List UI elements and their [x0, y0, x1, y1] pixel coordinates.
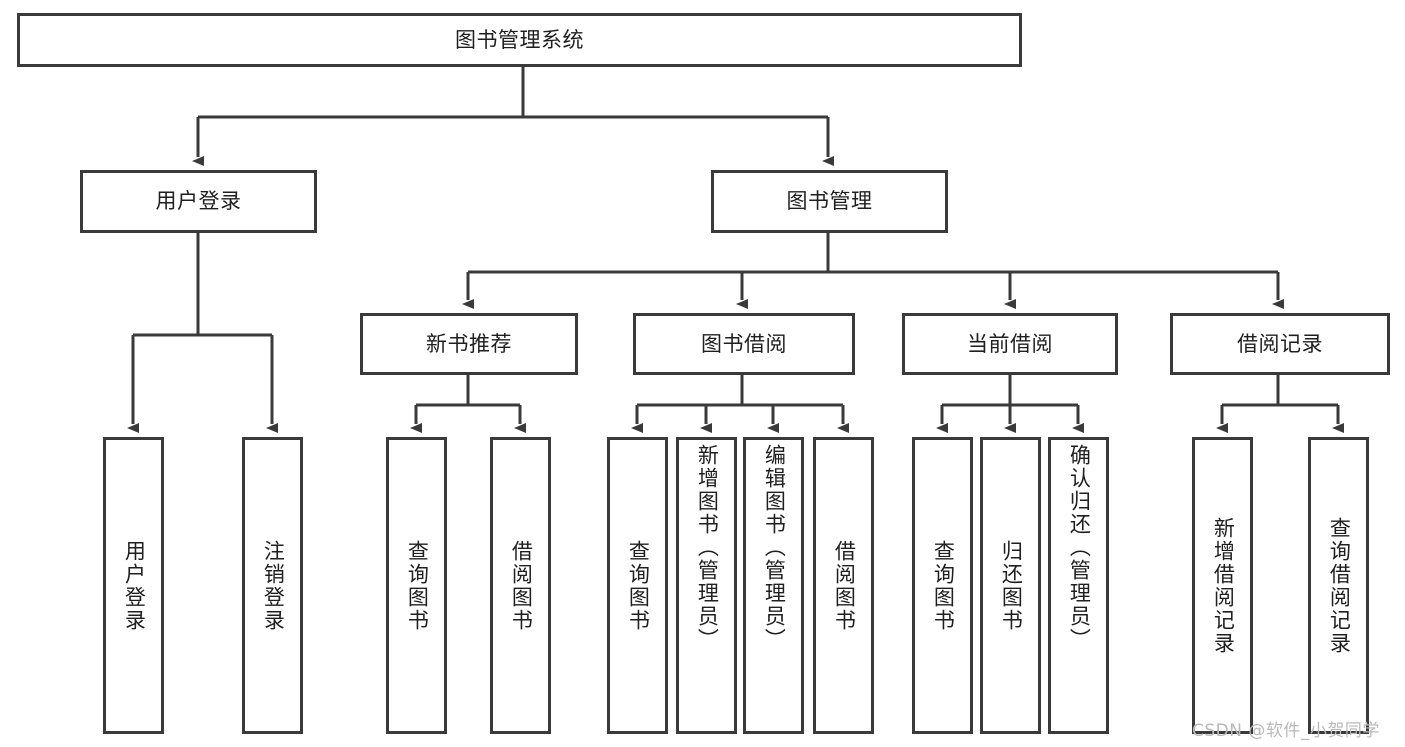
node-borrow-record[interactable]: 借阅记录 — [1170, 313, 1390, 375]
leaf-borrow-query-book[interactable]: 查询图书 — [607, 437, 668, 734]
leaf-current-return-book[interactable]: 归还图书 — [980, 437, 1041, 734]
node-label: 确认归还（管理员） — [1067, 444, 1092, 651]
node-label: 图书借阅 — [701, 331, 787, 356]
leaf-user-login-login[interactable]: 用户登录 — [103, 437, 164, 734]
node-label: 新书推荐 — [426, 331, 512, 356]
node-label: 查询图书 — [931, 539, 956, 632]
node-label: 当前借阅 — [967, 331, 1053, 356]
leaf-borrow-add-book-admin[interactable]: 新增图书（管理员） — [676, 437, 737, 734]
node-label: 用户登录 — [122, 539, 147, 632]
leaf-user-login-logout[interactable]: 注销登录 — [242, 437, 303, 734]
leaf-recommend-query-book[interactable]: 查询图书 — [386, 437, 447, 734]
node-book-borrow[interactable]: 图书借阅 — [633, 313, 855, 375]
node-label: 编辑图书（管理员） — [762, 444, 787, 651]
leaf-record-query-record[interactable]: 查询借阅记录 — [1308, 437, 1369, 734]
node-current-borrow[interactable]: 当前借阅 — [902, 313, 1118, 375]
leaf-record-add-record[interactable]: 新增借阅记录 — [1192, 437, 1253, 734]
node-root-system[interactable]: 图书管理系统 — [17, 13, 1022, 67]
node-label: 查询图书 — [405, 539, 430, 632]
node-label: 新增借阅记录 — [1211, 516, 1236, 655]
node-book-management[interactable]: 图书管理 — [711, 170, 948, 233]
leaf-borrow-borrow-book[interactable]: 借阅图书 — [813, 437, 874, 734]
node-new-book-recommend[interactable]: 新书推荐 — [360, 313, 578, 375]
node-label: 借阅图书 — [832, 539, 857, 632]
node-label: 借阅图书 — [509, 539, 534, 632]
leaf-current-confirm-return-admin[interactable]: 确认归还（管理员） — [1048, 437, 1109, 734]
node-label: 查询图书 — [626, 539, 651, 632]
node-label: 图书管理 — [786, 189, 873, 214]
node-label: 归还图书 — [999, 539, 1024, 632]
leaf-current-query-book[interactable]: 查询图书 — [912, 437, 973, 734]
watermark-text: CSDN @软件_小贺同学 — [1192, 721, 1380, 741]
node-user-login[interactable]: 用户登录 — [80, 170, 317, 233]
node-label: 查询借阅记录 — [1327, 516, 1352, 655]
leaf-recommend-borrow-book[interactable]: 借阅图书 — [490, 437, 551, 734]
node-label: 图书管理系统 — [455, 27, 584, 52]
node-label: 用户登录 — [155, 189, 242, 214]
node-label: 新增图书（管理员） — [695, 444, 720, 651]
node-label: 注销登录 — [261, 539, 286, 632]
leaf-borrow-edit-book-admin[interactable]: 编辑图书（管理员） — [743, 437, 804, 734]
node-label: 借阅记录 — [1237, 331, 1323, 356]
